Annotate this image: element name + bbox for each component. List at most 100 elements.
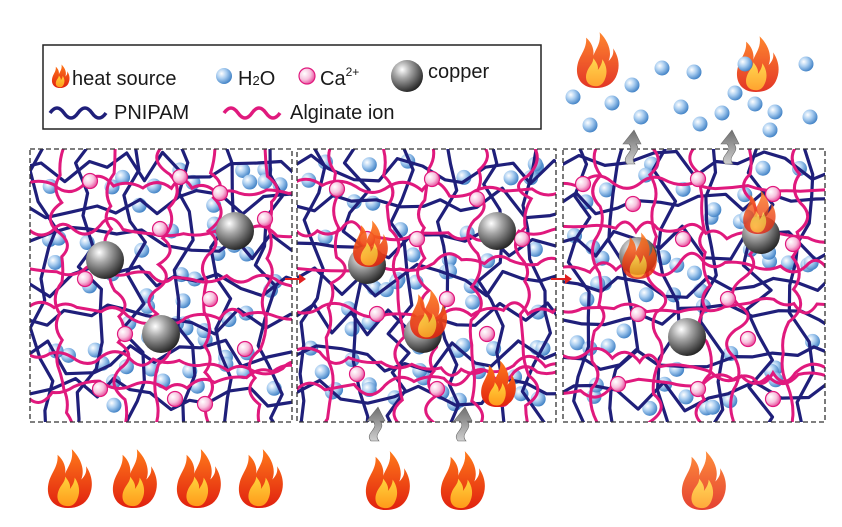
water-molecule <box>692 116 708 132</box>
legend-heat-source-label: heat source <box>72 68 177 90</box>
calcium-ion <box>674 230 692 248</box>
water-molecule <box>673 99 689 115</box>
water-molecule <box>530 391 546 407</box>
calcium-ion <box>151 220 169 238</box>
panel-3-frame <box>562 148 826 423</box>
water-molecule <box>604 95 620 111</box>
legend-calcium-label: Ca2+ <box>320 65 359 90</box>
calcium-ion <box>513 230 531 248</box>
panel-1 <box>30 149 292 422</box>
water-molecule <box>714 105 730 121</box>
calcium-ion <box>689 380 707 398</box>
calcium-ion <box>478 325 496 343</box>
copper-particle <box>216 212 254 250</box>
legend-water-label: H2O <box>238 68 275 90</box>
calcium-ion <box>91 380 109 398</box>
flame-icon <box>440 451 485 510</box>
flame-icon <box>238 449 283 508</box>
wavy-arrow-icon <box>366 406 386 442</box>
calcium-ion <box>739 330 757 348</box>
water-molecule <box>638 287 654 303</box>
legend-pnipam-line <box>48 106 108 120</box>
legend-pnipam-label: PNIPAM <box>114 102 189 124</box>
water-molecule <box>747 96 763 112</box>
calcium-ion <box>428 380 446 398</box>
legend-calcium-icon <box>298 67 316 85</box>
calcium-ion <box>784 235 802 253</box>
water-molecule <box>654 60 670 76</box>
calcium-ion <box>764 390 782 408</box>
flame-icon <box>622 232 657 279</box>
water-molecule <box>503 170 519 186</box>
wavy-arrow-icon <box>622 129 642 165</box>
wavy-arrow-icon <box>720 129 740 165</box>
flame-icon <box>112 449 157 508</box>
water-molecule <box>527 241 543 257</box>
calcium-ion <box>236 340 254 358</box>
calcium-ion <box>629 305 647 323</box>
calcium-ion <box>211 184 229 202</box>
water-molecule <box>767 104 783 120</box>
calcium-ion <box>348 365 366 383</box>
legend-alginate-label: Alginate ion <box>290 102 395 124</box>
calcium-ion <box>423 170 441 188</box>
water-molecule <box>706 202 722 218</box>
flame-icon <box>353 220 388 267</box>
calcium-ion <box>609 375 627 393</box>
flame-icon <box>743 190 776 234</box>
water-molecule <box>565 89 581 105</box>
calcium-ion <box>171 168 189 186</box>
water-molecule <box>755 160 771 176</box>
water-molecule <box>115 169 131 185</box>
water-molecule <box>106 397 122 413</box>
panel-2 <box>297 149 556 422</box>
water-molecule <box>47 254 63 270</box>
water-molecule <box>582 117 598 133</box>
calcium-ion <box>201 290 219 308</box>
calcium-ion <box>624 195 642 213</box>
water-molecule <box>686 265 702 281</box>
water-molecule <box>624 77 640 93</box>
legend-box <box>42 44 542 130</box>
water-molecule <box>569 335 585 351</box>
water-molecule <box>235 162 251 178</box>
water-molecule <box>118 359 134 375</box>
legend-copper-icon <box>391 60 423 92</box>
water-molecule <box>314 364 330 380</box>
water-molecule <box>513 386 529 402</box>
alginate-chains <box>30 149 292 422</box>
flame-icon <box>365 451 410 510</box>
water-molecule <box>242 174 258 190</box>
flame-icon <box>481 360 516 407</box>
copper-particle <box>668 318 706 356</box>
calcium-ion <box>116 325 134 343</box>
copper-particle <box>86 241 124 279</box>
water-molecule <box>686 64 702 80</box>
water-molecule <box>737 56 753 72</box>
water-molecule <box>798 56 814 72</box>
arrow-right-icon <box>285 274 306 284</box>
water-molecule <box>616 323 632 339</box>
panel-3 <box>563 149 825 422</box>
flame-icon <box>681 451 726 510</box>
flame-icon <box>47 449 92 508</box>
calcium-ion <box>574 175 592 193</box>
water-molecule <box>678 389 694 405</box>
water-molecule <box>633 109 649 125</box>
legend-copper-label: copper <box>428 61 489 83</box>
water-molecule <box>598 182 614 198</box>
flame-icon <box>576 32 619 88</box>
calcium-ion <box>764 185 782 203</box>
water-molecule <box>705 399 721 415</box>
calcium-ion <box>196 395 214 413</box>
wavy-arrow-icon <box>453 406 473 442</box>
water-molecule <box>762 122 778 138</box>
water-molecule <box>579 292 595 308</box>
calcium-ion <box>81 172 99 190</box>
water-molecule <box>405 247 421 263</box>
water-molecule <box>365 195 381 211</box>
calcium-ion <box>689 170 707 188</box>
arrow-right-icon <box>551 274 572 284</box>
panel-2-frame <box>296 148 557 423</box>
